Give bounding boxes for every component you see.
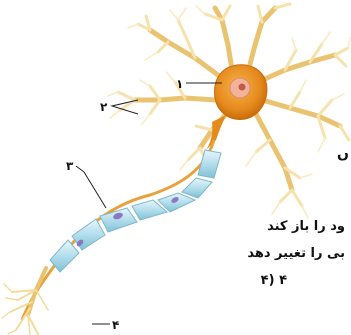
label-1: ۱ [176, 77, 183, 91]
partial-text-line-3: بی را تغییر دهد [247, 246, 345, 261]
label-3: ۳ [66, 159, 74, 173]
partial-option-4: ۴ (۴ [261, 273, 287, 288]
label-2: ۲ [100, 100, 108, 114]
partial-text-line-1: ں [337, 146, 349, 162]
label-4: ۴ [112, 318, 119, 332]
partial-text-line-2: ود را باز کند [267, 219, 345, 234]
axon [22, 140, 214, 320]
axon-terminal [2, 268, 48, 334]
nucleolus [239, 84, 246, 91]
